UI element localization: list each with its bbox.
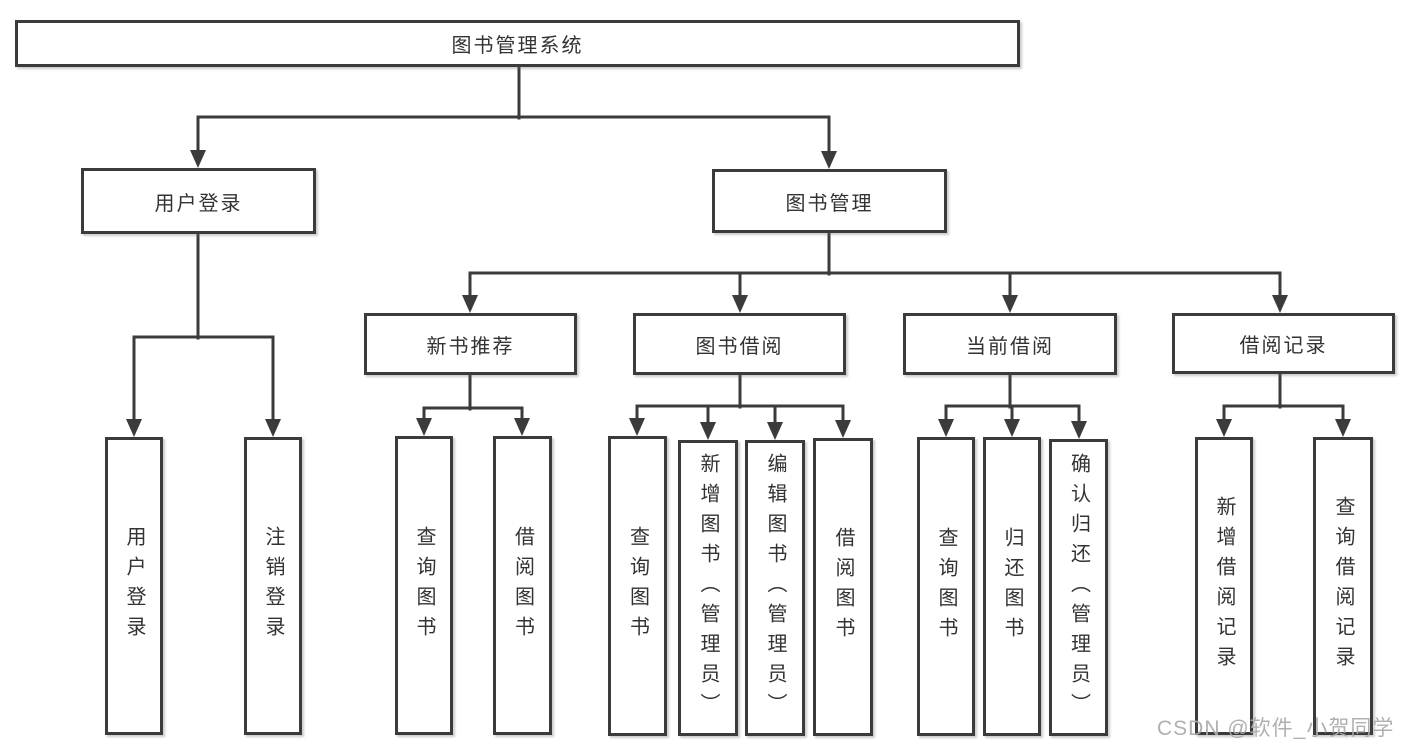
node-root: 图书管理系统 — [15, 20, 1020, 67]
leaf-bookborrow-edit-books-admin-label: 编辑图书（管理员） — [764, 453, 786, 723]
leaf-logout: 注销登录 — [244, 437, 302, 735]
node-user-login-label: 用户登录 — [154, 192, 243, 215]
node-borrow-records-label: 借阅记录 — [1239, 335, 1328, 357]
node-new-book-recommend: 新书推荐 — [364, 313, 577, 375]
leaf-records-query-borrow-record: 查询借阅记录 — [1313, 437, 1373, 735]
leaf-records-add-borrow-record-label: 新增借阅记录 — [1213, 496, 1235, 676]
leaf-newbooks-query-books: 查询图书 — [395, 436, 453, 735]
leaf-newbooks-query-books-label: 查询图书 — [413, 525, 435, 646]
node-book-borrow: 图书借阅 — [633, 313, 846, 375]
leaf-user-login-label: 用户登录 — [123, 526, 145, 646]
node-borrow-records: 借阅记录 — [1172, 313, 1395, 374]
leaf-newbooks-borrow-books: 借阅图书 — [493, 436, 552, 735]
leaf-user-login: 用户登录 — [105, 437, 163, 735]
csdn-watermark: CSDN @软件_小贺同学 — [1157, 717, 1395, 740]
leaf-bookborrow-borrow-books: 借阅图书 — [813, 438, 873, 736]
leaf-currentborrow-return-books: 归还图书 — [983, 437, 1041, 736]
leaf-bookborrow-borrow-books-label: 借阅图书 — [832, 527, 854, 647]
leaf-currentborrow-confirm-return-admin-label: 确认归还（管理员） — [1067, 452, 1090, 723]
leaf-newbooks-borrow-books-label: 借阅图书 — [511, 525, 534, 646]
node-book-management-label: 图书管理 — [785, 192, 874, 215]
leaf-bookborrow-add-books-admin-label: 新增图书（管理员） — [697, 453, 719, 723]
leaf-currentborrow-query-books: 查询图书 — [917, 437, 975, 736]
leaf-bookborrow-query-books-label: 查询图书 — [626, 526, 649, 646]
node-current-borrow-label: 当前借阅 — [966, 335, 1054, 358]
leaf-currentborrow-return-books-label: 归还图书 — [1001, 526, 1023, 647]
leaf-records-add-borrow-record: 新增借阅记录 — [1195, 437, 1253, 735]
leaf-bookborrow-query-books: 查询图书 — [608, 436, 667, 736]
node-current-borrow: 当前借阅 — [903, 313, 1117, 375]
leaf-bookborrow-add-books-admin: 新增图书（管理员） — [678, 440, 738, 736]
node-new-book-recommend-label: 新书推荐 — [426, 335, 515, 358]
node-root-label: 图书管理系统 — [451, 35, 584, 57]
leaf-logout-label: 注销登录 — [262, 526, 284, 646]
node-user-login: 用户登录 — [81, 168, 316, 234]
node-book-management: 图书管理 — [712, 169, 947, 233]
leaf-records-query-borrow-record-label: 查询借阅记录 — [1332, 496, 1354, 676]
leaf-currentborrow-query-books-label: 查询图书 — [935, 526, 957, 647]
leaf-currentborrow-confirm-return-admin: 确认归还（管理员） — [1049, 439, 1108, 736]
node-book-borrow-label: 图书借阅 — [695, 335, 784, 358]
leaf-bookborrow-edit-books-admin: 编辑图书（管理员） — [745, 440, 805, 736]
